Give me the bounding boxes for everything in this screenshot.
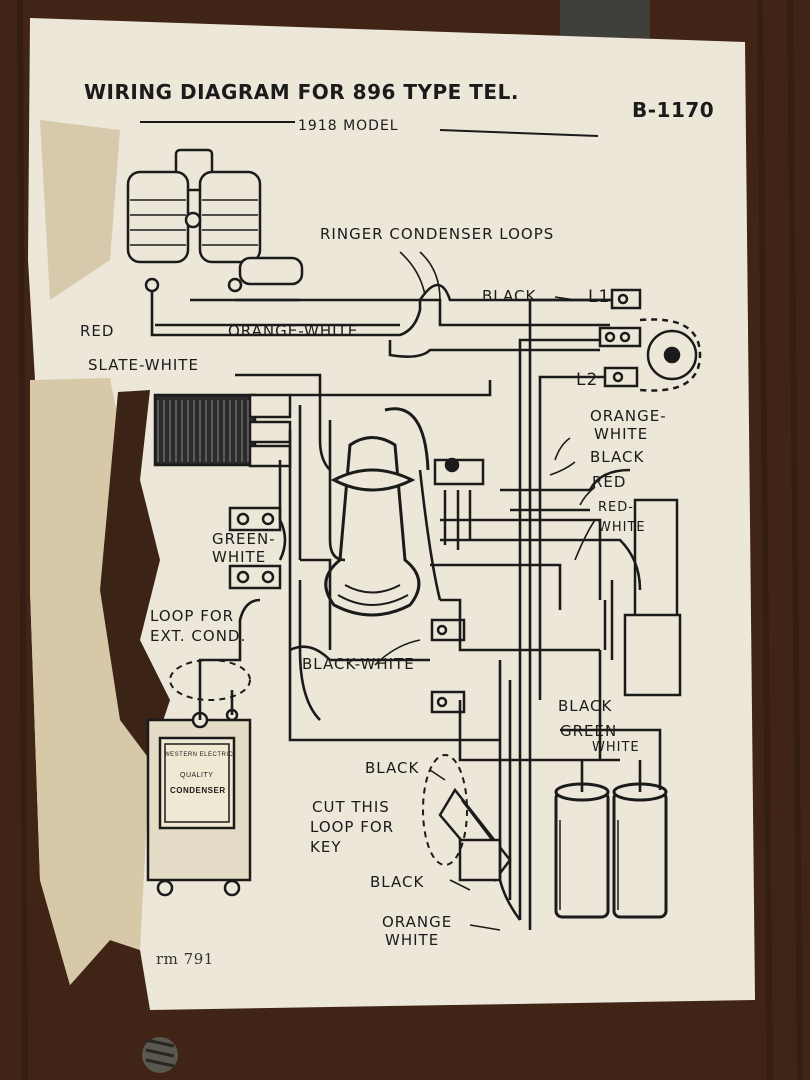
label-cut-loop-1: CUT THIS <box>312 798 390 816</box>
form-number: rm 791 <box>156 950 214 968</box>
torn-left-area <box>30 378 150 985</box>
label-red-left: RED <box>80 322 115 340</box>
label-green-right: GREEN <box>560 722 618 740</box>
bottom-screw-thread <box>145 1038 175 1068</box>
condenser-label-1: WESTERN ELECTRIC <box>164 752 234 758</box>
label-white-green-right: WHITE <box>592 740 640 755</box>
label-l1: L1 <box>588 287 611 307</box>
label-slate-white: SLATE-WHITE <box>88 356 199 374</box>
wiring <box>150 283 662 930</box>
label-black-right: BLACK <box>590 448 645 466</box>
line-terminals <box>598 288 702 392</box>
label-black-white: BLACK-WHITE <box>302 655 415 673</box>
label-red-right: RED <box>592 473 627 491</box>
label-orange-bottom-1: ORANGE <box>382 913 453 931</box>
diagram-title: WIRING DIAGRAM FOR 896 TYPE TEL. <box>84 80 519 104</box>
label-ringer-condenser-loops: RINGER CONDENSER LOOPS <box>320 225 555 243</box>
condenser-label-3: CONDENSER <box>170 786 226 795</box>
wood-grain-line <box>17 0 803 1080</box>
label-loop-for-2: EXT. COND. <box>150 627 247 645</box>
ringer-assembly <box>126 148 304 293</box>
label-l2: L2 <box>576 370 599 390</box>
key-switch <box>438 787 512 883</box>
label-white-right: WHITE <box>594 425 649 443</box>
label-cut-loop-2: LOOP FOR <box>310 818 395 836</box>
label-orange-right: ORANGE- <box>590 407 667 425</box>
exposed-wood-tear <box>100 390 170 760</box>
label-green-white-2: WHITE <box>212 548 267 566</box>
label-loop-for-1: LOOP FOR <box>150 607 235 625</box>
label-black-bottom-1: BLACK <box>365 759 420 777</box>
leader-lines <box>374 251 596 931</box>
label-orange-white-top: ORANGE-WHITE <box>228 322 359 340</box>
receiver-mouthpiece <box>324 407 430 617</box>
label-green-white-1: GREEN- <box>212 530 276 548</box>
diagram-code: B-1170 <box>632 98 715 122</box>
cut-loop-dashed <box>422 754 468 866</box>
paper-stain <box>40 120 120 300</box>
header-rule-right <box>439 129 599 137</box>
condenser-box <box>146 708 252 897</box>
label-red-white-2: WHITE <box>598 520 646 535</box>
diagram-model: 1918 MODEL <box>298 118 399 134</box>
top-bracket <box>560 0 650 38</box>
green-white-terminal <box>228 506 282 590</box>
generator-switch <box>603 498 682 697</box>
condenser-label-2: QUALITY <box>180 772 214 779</box>
mid-terminals <box>430 618 466 714</box>
label-black-top: BLACK <box>482 287 537 305</box>
label-black-mid-right: BLACK <box>558 697 613 715</box>
label-red-white-1: RED- <box>598 500 634 515</box>
label-orange-bottom-2: WHITE <box>385 931 440 949</box>
label-black-bottom-2: BLACK <box>370 873 425 891</box>
induction-coil <box>153 393 292 468</box>
label-cut-loop-3: KEY <box>310 838 342 856</box>
